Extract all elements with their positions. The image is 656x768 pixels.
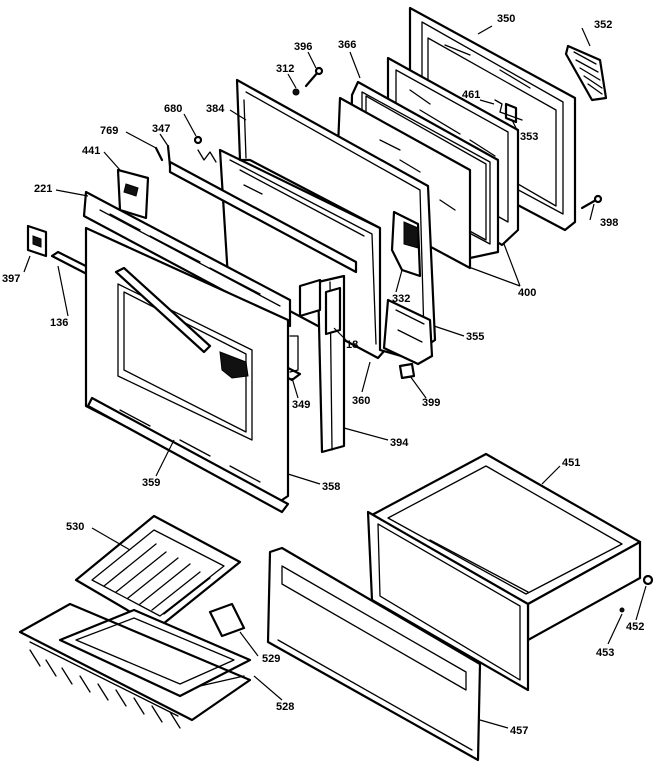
callout-136: 136 [50, 317, 68, 329]
callout-451: 451 [562, 457, 580, 469]
part-397-side-bracket [26, 224, 48, 258]
part-453-screw [619, 607, 625, 613]
part-451-drawer-side-panel [366, 510, 530, 692]
callout-461: 461 [462, 89, 480, 101]
part-441-mounting-bracket [116, 168, 150, 220]
part-358-trim-rail [168, 160, 358, 274]
callout-399: 399 [422, 397, 440, 409]
part-452-knob [642, 574, 654, 586]
part-396-screw [304, 66, 324, 88]
part-332-vent-duct [390, 210, 422, 278]
part-461-clip [494, 99, 503, 113]
callout-366: 366 [338, 39, 356, 51]
part-355-door-hinge [382, 298, 434, 366]
part-353-bracket [499, 102, 523, 124]
part-528-oven-rack [18, 602, 252, 729]
callout-labels: 350 352 396 366 312 461 680 384 353 769 … [2, 13, 644, 737]
callout-398: 398 [600, 217, 618, 229]
callout-221: 221 [34, 183, 52, 195]
callout-312: 312 [276, 63, 294, 75]
callout-680: 680 [164, 103, 182, 115]
part-221-control-panel [82, 190, 292, 328]
callout-359: 359 [142, 477, 160, 489]
callout-529: 529 [262, 653, 280, 665]
part-312-screw [292, 88, 300, 96]
leader-lines [23, 25, 647, 729]
callout-355: 355 [466, 331, 484, 343]
callout-452: 452 [626, 621, 644, 633]
part-769-fastener [154, 146, 164, 162]
part-398-screw [580, 194, 603, 210]
callout-530: 530 [66, 521, 84, 533]
callout-332: 332 [392, 293, 410, 305]
part-18-bracket [324, 286, 342, 336]
part-680-clip [193, 135, 217, 163]
callout-384: 384 [206, 103, 225, 115]
part-384-door-frame [235, 78, 437, 360]
part-352-handle-strip [564, 44, 608, 102]
part-359-bottom-trim [86, 396, 290, 514]
callout-350: 350 [497, 13, 515, 25]
callout-397: 397 [2, 273, 20, 285]
callout-528: 528 [276, 701, 294, 713]
callout-457: 457 [510, 725, 528, 737]
part-457-drawer-front [266, 546, 482, 762]
callout-18: 18 [346, 339, 358, 351]
callout-396: 396 [294, 41, 312, 53]
callout-353: 353 [520, 131, 538, 143]
callout-352: 352 [594, 19, 612, 31]
callout-769: 769 [100, 125, 118, 137]
callout-453: 453 [596, 647, 614, 659]
callout-441: 441 [82, 145, 100, 157]
callout-394: 394 [390, 437, 409, 449]
callout-347: 347 [152, 123, 170, 135]
callout-360: 360 [352, 395, 370, 407]
callout-349: 349 [292, 399, 310, 411]
callout-358: 358 [322, 481, 340, 493]
callout-400: 400 [518, 287, 536, 299]
part-399-spacer-block [398, 362, 416, 380]
